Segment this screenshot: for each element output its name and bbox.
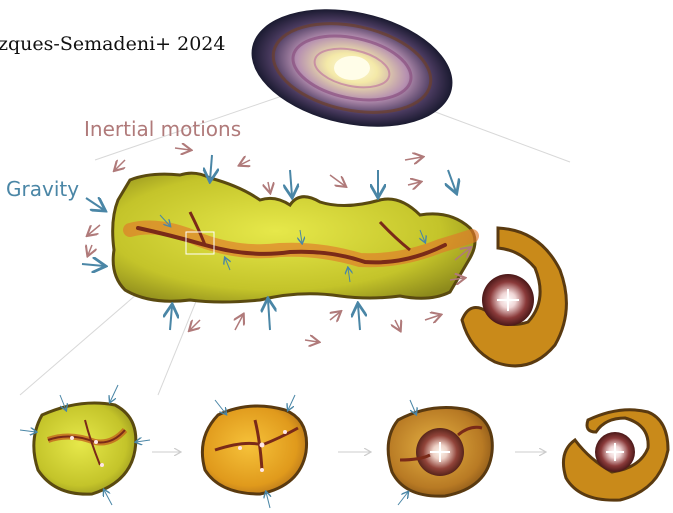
- gravity-arrows: [81, 154, 456, 331]
- inertial-arrows: [88, 148, 470, 342]
- stage-2-clump: [200, 394, 309, 509]
- stage-1-clump: [19, 384, 151, 506]
- filamentary-cloud: [111, 171, 479, 304]
- citation-text: zques-Semadeni+ 2024: [0, 33, 226, 55]
- stage-4-cluster: [562, 408, 670, 502]
- inertial-motions-label: Inertial motions: [84, 117, 242, 141]
- spiral-galaxy-icon: [251, 9, 453, 127]
- stage-3-clump: [386, 399, 494, 506]
- star-cluster-icon: [460, 226, 568, 368]
- gravity-label: Gravity: [6, 177, 80, 201]
